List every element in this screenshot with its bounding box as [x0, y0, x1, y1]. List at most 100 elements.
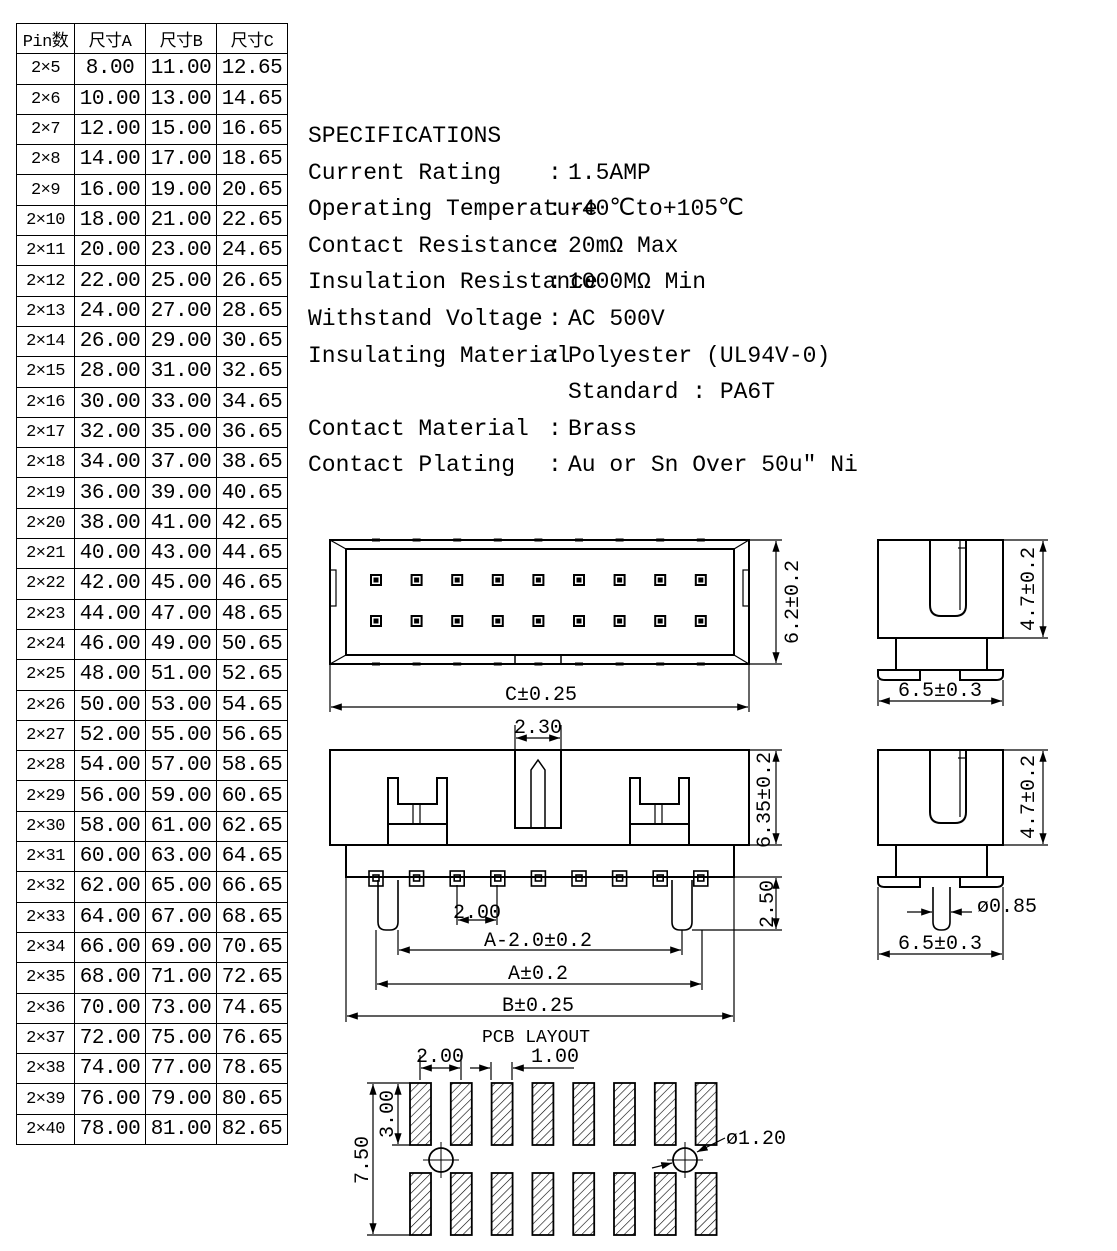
cell-pin-count: 2×33 [16, 901, 75, 933]
cell-size-b: 59.00 [145, 780, 217, 812]
cell-size-c: 20.65 [216, 174, 288, 206]
side-view-bottom [877, 749, 1004, 931]
spec-separator: : [548, 269, 562, 296]
cell-pin-count: 2×15 [16, 356, 75, 388]
cell-size-c: 70.65 [216, 931, 288, 964]
cell-size-b: 35.00 [145, 416, 217, 449]
cell-pin-count: 2×35 [16, 962, 75, 994]
cell-size-c: 76.65 [216, 1022, 288, 1055]
spec-row: Insulation Resistance:1000MΩ Min [308, 264, 858, 301]
cell-size-a: 24.00 [74, 295, 146, 327]
cell-pin-count: 2×26 [16, 689, 75, 721]
pcb-pad [490, 1082, 514, 1146]
cell-size-c: 64.65 [216, 841, 288, 873]
spec-value: Polyester (UL94V-0) [568, 342, 831, 369]
cell-size-c: 40.65 [216, 477, 288, 509]
spec-row: Contact Resistance:20mΩ Max [308, 228, 858, 265]
spec-separator: : [548, 452, 562, 479]
cell-size-c: 22.65 [216, 204, 288, 237]
cell-pin-count: 2×38 [16, 1053, 75, 1085]
cell-size-b: 15.00 [145, 113, 217, 146]
cell-size-c: 56.65 [216, 719, 288, 752]
pin-dot [373, 577, 379, 583]
spec-value: Standard : PA6T [568, 379, 776, 406]
cell-size-c: 32.65 [216, 356, 288, 388]
pin-dot [535, 577, 541, 583]
dim-top-height: 6.2±0.2 [782, 560, 805, 644]
pcb-pad [449, 1172, 473, 1236]
pin-square [532, 574, 545, 586]
cell-size-b: 61.00 [145, 810, 217, 843]
cell-size-b: 29.00 [145, 325, 217, 358]
cell-size-c: 14.65 [216, 83, 288, 115]
cell-pin-count: 2×19 [16, 477, 75, 509]
cell-size-b: 49.00 [145, 628, 217, 661]
front-pin-inner [696, 874, 705, 882]
header-pin-count: Pin数 [16, 22, 75, 55]
spec-value: Brass [568, 415, 638, 442]
top-view-cavity [345, 548, 735, 656]
dim-side-top-height: 4.7±0.2 [1018, 547, 1041, 631]
cell-pin-count: 2×9 [16, 174, 75, 206]
pcb-pad [694, 1082, 718, 1146]
pcb-pad-length: 3.00 [377, 1090, 400, 1138]
side-top-body [877, 539, 1004, 639]
side-view-bottom-dimensions [877, 749, 1048, 960]
pin-dot [617, 577, 623, 583]
front-pin [571, 870, 587, 887]
cell-size-b: 41.00 [145, 507, 217, 540]
pin-dot [454, 618, 460, 624]
cell-size-c: 16.65 [216, 113, 288, 146]
cell-size-b: 21.00 [145, 204, 217, 237]
spec-row: Operating Temperature:-40℃to+105℃ [308, 191, 858, 228]
cell-pin-count: 2×37 [16, 1022, 75, 1055]
spec-row: Insulating Material:Polyester (UL94V-0) [308, 338, 858, 375]
cell-size-c: 26.65 [216, 265, 288, 297]
cell-size-c: 46.65 [216, 568, 288, 600]
pin-dot [617, 618, 623, 624]
pcb-dimensions [367, 1055, 726, 1236]
cell-size-a: 44.00 [74, 598, 146, 630]
front-pin-inner [372, 874, 380, 882]
pin-square [410, 615, 423, 627]
cell-size-b: 55.00 [145, 719, 217, 752]
pin-square [573, 615, 585, 627]
header-size-c: 尺寸C [216, 22, 288, 55]
spec-row: Contact Material:Brass [308, 411, 858, 448]
cell-pin-count: 2×31 [16, 841, 75, 873]
pin-dot [454, 577, 460, 583]
front-pin-inner [412, 874, 421, 882]
pin-dot [535, 618, 541, 624]
cell-size-a: 68.00 [74, 962, 146, 994]
pin-square [532, 615, 545, 627]
pcb-pitch: 2.00 [416, 1046, 464, 1069]
spec-separator: : [548, 232, 562, 259]
cell-pin-count: 2×10 [16, 204, 75, 237]
cell-size-a: 18.00 [74, 204, 146, 237]
pcb-pad [694, 1172, 718, 1236]
cell-size-a: 78.00 [74, 1113, 146, 1145]
cell-size-c: 60.65 [216, 780, 288, 812]
spec-row: Contact Plating:Au or Sn Over 50u" Ni [308, 447, 858, 484]
cell-size-a: 74.00 [74, 1053, 146, 1085]
pin-square [573, 574, 585, 586]
pin-square [613, 615, 626, 627]
cell-size-b: 13.00 [145, 83, 217, 115]
cell-size-c: 66.65 [216, 871, 288, 903]
side-view-top [877, 539, 1004, 681]
dim-pin-diameter: ø0.85 [977, 896, 1037, 919]
spec-separator: : [548, 159, 562, 186]
cell-size-a: 10.00 [74, 83, 146, 115]
cell-size-b: 47.00 [145, 598, 217, 630]
pin-square [613, 574, 626, 586]
